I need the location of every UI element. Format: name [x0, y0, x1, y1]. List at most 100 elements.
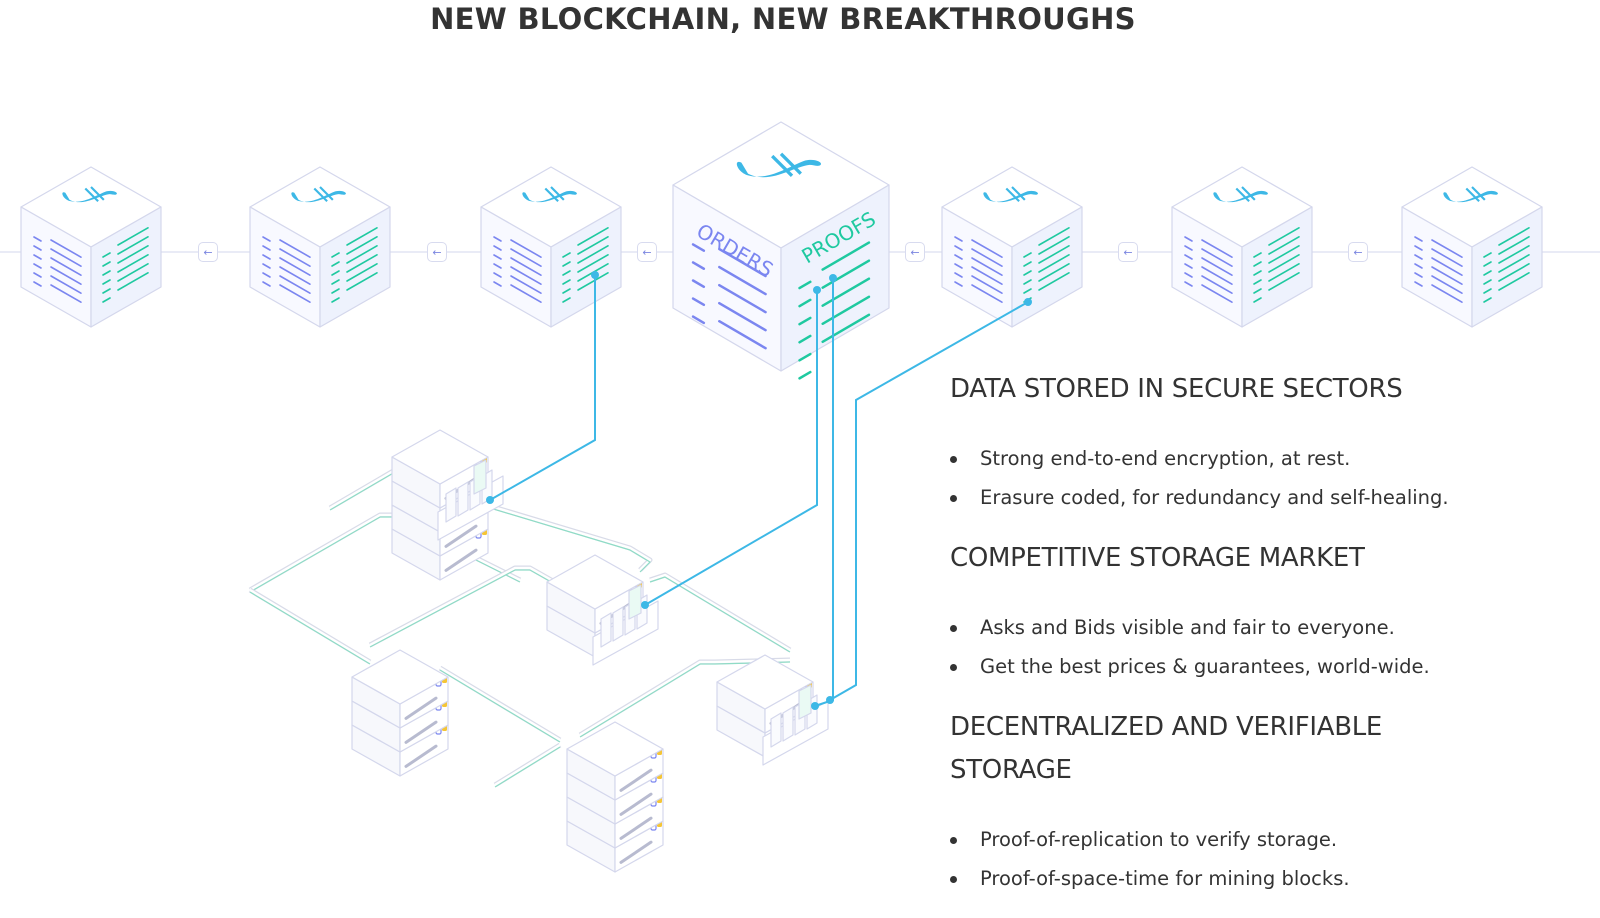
- proof-line: [1483, 288, 1492, 294]
- proof-line: [798, 334, 812, 344]
- proof-line: [1023, 288, 1032, 294]
- proof-line: [1023, 261, 1032, 267]
- proof-line: [562, 288, 571, 294]
- order-line: [33, 263, 42, 269]
- chain-block: [1171, 166, 1313, 328]
- order-line: [954, 254, 963, 260]
- filecoin-logo-icon: [736, 152, 822, 178]
- order-line: [50, 239, 82, 258]
- document-sheet: [612, 606, 624, 642]
- order-line: [33, 236, 42, 242]
- order-line: [1184, 263, 1193, 269]
- order-line: [971, 257, 1003, 276]
- arrow-left-icon: ←: [198, 242, 218, 262]
- proof-line: [562, 270, 571, 276]
- order-line: [1414, 254, 1423, 260]
- proof-line: [821, 259, 871, 289]
- bullet-item: Asks and Bids visible and fair to everyo…: [950, 608, 1550, 647]
- server-slot: [444, 548, 478, 572]
- proofs-lines: [1483, 227, 1530, 303]
- bullet-item: Proof-of-space-time for mining blocks.: [950, 859, 1550, 898]
- proof-line: [1483, 297, 1492, 303]
- order-line: [1201, 248, 1233, 267]
- proof-line: [1498, 263, 1530, 282]
- proof-line: [331, 261, 340, 267]
- server-slot: [404, 744, 438, 768]
- proof-line: [577, 245, 609, 264]
- section-heading: DECENTRALIZED AND VERIFIABLE STORAGE: [950, 712, 1383, 785]
- order-line: [262, 281, 271, 287]
- proof-line: [562, 252, 571, 258]
- order-line: [50, 266, 82, 285]
- order-line: [262, 272, 271, 278]
- order-line: [279, 248, 311, 267]
- order-line: [279, 257, 311, 276]
- orders-lines: [1184, 236, 1233, 303]
- proof-line: [346, 272, 378, 291]
- order-line: [1184, 236, 1193, 242]
- orders-lines: [493, 236, 542, 303]
- order-line: [1184, 272, 1193, 278]
- proof-line: [346, 263, 378, 282]
- order-line: [1414, 245, 1423, 251]
- order-line: [971, 239, 1003, 258]
- arrow-left-icon: ←: [905, 242, 925, 262]
- bullet-item: Get the best prices & guarantees, world-…: [950, 647, 1550, 686]
- link-node: [1024, 298, 1032, 306]
- order-line: [691, 279, 706, 289]
- proof-line: [577, 227, 609, 246]
- proof-line: [1498, 245, 1530, 264]
- proof-line: [1023, 279, 1032, 285]
- link-node: [591, 271, 599, 279]
- proof-line: [1498, 272, 1530, 291]
- section-heading: COMPETITIVE STORAGE MARKET: [950, 543, 1365, 573]
- order-line: [954, 272, 963, 278]
- link-node: [486, 496, 494, 504]
- order-line: [1431, 239, 1463, 258]
- filecoin-logo-icon: [62, 186, 117, 203]
- order-line: [493, 263, 502, 269]
- server-slot: [404, 720, 438, 744]
- storage-server: [391, 429, 504, 581]
- proof-line: [798, 352, 812, 362]
- order-line: [510, 257, 542, 276]
- order-line: [493, 236, 502, 242]
- link-node: [813, 286, 821, 294]
- order-line: [33, 245, 42, 251]
- proof-line: [346, 227, 378, 246]
- page-title: NEW BLOCKCHAIN, NEW BREAKTHROUGHS: [430, 2, 1136, 36]
- bullet-item: Proof-of-replication to verify storage.: [950, 820, 1550, 859]
- document-sheet: [782, 706, 794, 742]
- order-line: [279, 239, 311, 258]
- order-line: [1184, 245, 1193, 251]
- server-slot: [619, 816, 653, 840]
- order-line: [510, 239, 542, 258]
- order-line: [954, 245, 963, 251]
- storage-server: [546, 554, 659, 666]
- server-slot: [404, 696, 438, 720]
- proof-document: [798, 684, 812, 720]
- proof-document: [473, 459, 487, 495]
- document-sheet: [445, 487, 457, 523]
- chain-block: [480, 166, 622, 328]
- order-line: [510, 266, 542, 285]
- proof-line: [1268, 263, 1300, 282]
- proof-line: [346, 236, 378, 255]
- proof-line: [798, 298, 812, 308]
- order-line: [1431, 248, 1463, 267]
- filecoin-logo-icon: [1443, 186, 1498, 203]
- proof-line: [117, 263, 149, 282]
- order-line: [1414, 263, 1423, 269]
- proof-line: [1498, 227, 1530, 246]
- pipe: [368, 565, 562, 648]
- order-line: [691, 243, 706, 252]
- filecoin-logo-icon: [1213, 186, 1268, 203]
- order-line: [510, 284, 542, 303]
- order-line: [50, 257, 82, 276]
- proof-line: [102, 297, 111, 303]
- order-line: [718, 319, 767, 350]
- order-line: [510, 275, 542, 294]
- proof-line: [1253, 288, 1262, 294]
- arrow-left-icon: ←: [637, 242, 657, 262]
